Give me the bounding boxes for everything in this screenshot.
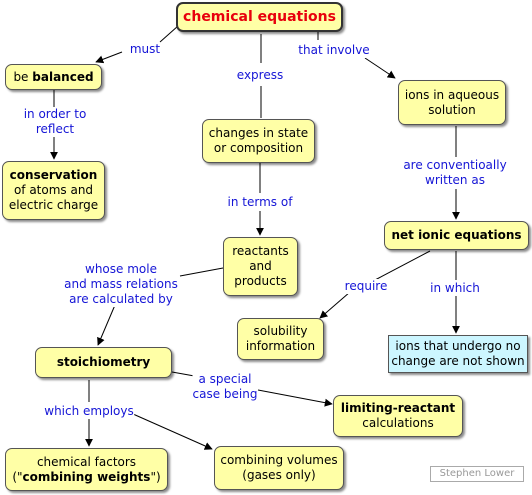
node-chemical-factors[interactable]: chemical factors ("combining weights") (5, 448, 168, 491)
node-limiting-reactant[interactable]: limiting-reactant calculations (333, 395, 463, 437)
node-net-ionic-equations[interactable]: net ionic equations (384, 221, 529, 250)
node-reactants-products[interactable]: reactants and products (223, 237, 298, 296)
author-credit: Stephen Lower (430, 466, 524, 482)
node-be-balanced-label: be balanced (13, 69, 94, 84)
edge-title-must (159, 25, 179, 43)
link-label-must: must (129, 42, 161, 57)
link-label-require: require (344, 279, 388, 294)
link-label-in-which: in which (430, 281, 480, 296)
edge-employs-volumes (132, 413, 213, 450)
link-label-express: express (236, 68, 284, 83)
node-conservation-title: conservation (9, 168, 98, 182)
edge-netionic-require (374, 250, 431, 281)
link-label-which-employs: which employs (44, 404, 134, 419)
node-solubility-information[interactable]: solubility information (237, 318, 324, 360)
edge-involve-ions (364, 57, 396, 79)
node-chemical-equations-label: chemical equations (183, 8, 336, 25)
edge-require-solubility (319, 291, 351, 319)
node-changes-in-state[interactable]: changes in state or composition (202, 119, 315, 163)
edge-reactants-mole (179, 267, 224, 277)
edge-must-balanced (95, 51, 123, 64)
edge-mole-stoich (97, 304, 116, 346)
link-label-in-terms-of: in terms of (227, 195, 293, 210)
node-ions-in-aqueous-solution[interactable]: ions in aqueous solution (398, 80, 506, 125)
link-label-that-involve: that involve (298, 43, 370, 58)
node-stoichiometry[interactable]: stoichiometry (35, 347, 172, 378)
node-combining-volumes[interactable]: combining volumes (gases only) (214, 446, 344, 490)
node-be-balanced[interactable]: be balanced (5, 64, 102, 90)
edge-special-limiting (257, 389, 333, 407)
node-chemical-equations[interactable]: chemical equations (176, 2, 343, 32)
node-ions-not-shown[interactable]: ions that undergo no change are not show… (388, 335, 528, 373)
node-conservation[interactable]: conservation of atoms and electric charg… (2, 161, 105, 220)
